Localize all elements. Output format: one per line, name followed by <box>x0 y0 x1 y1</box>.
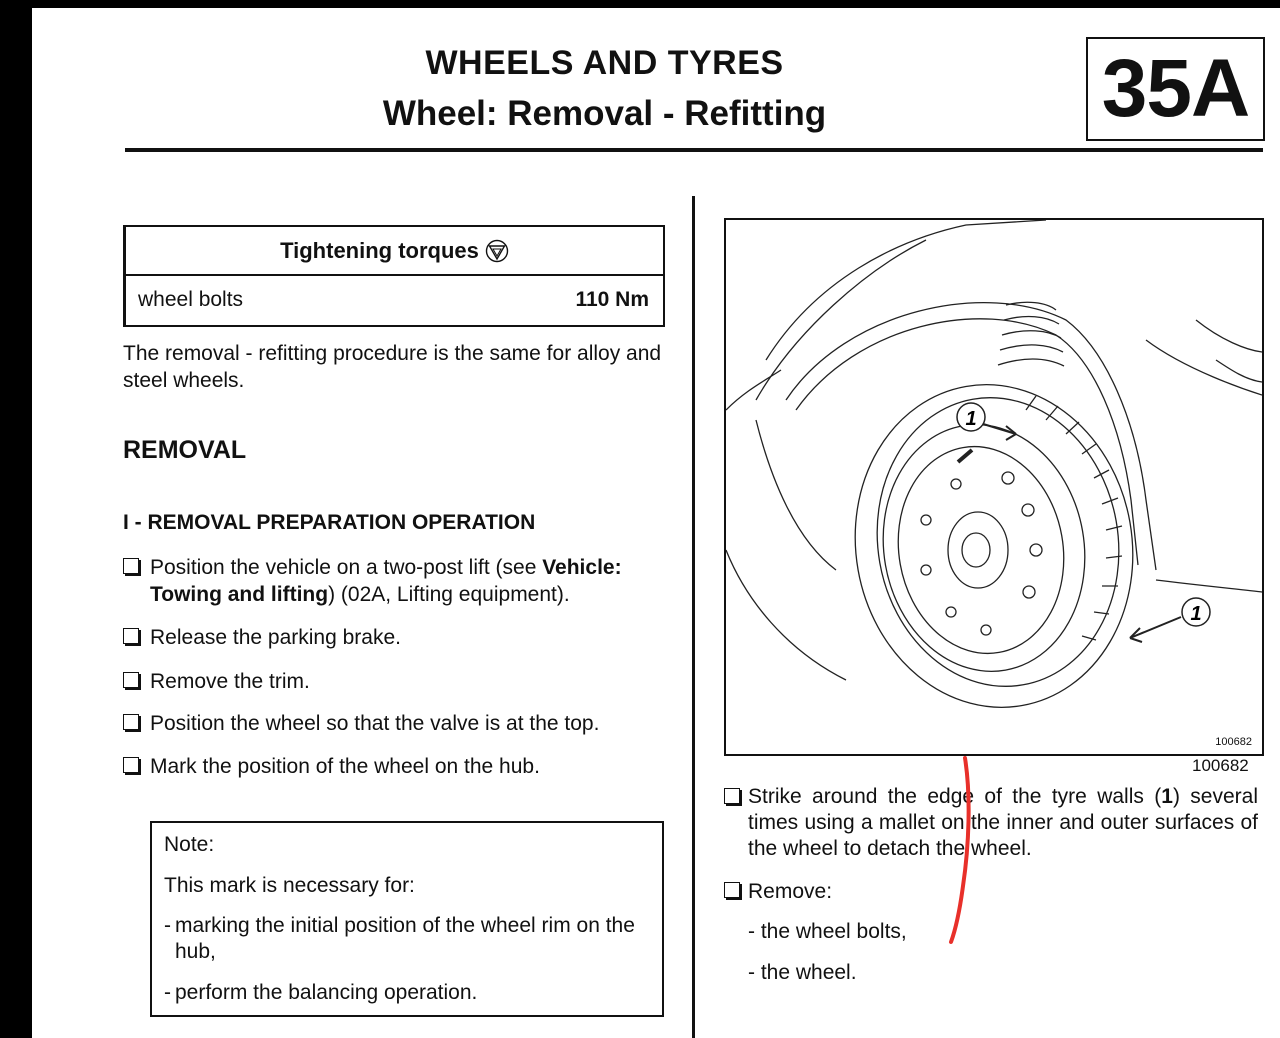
callout-label: 1 <box>965 408 976 430</box>
torque-triangle-icon <box>485 239 509 262</box>
checkbox-bullet-icon <box>123 628 139 644</box>
torque-row: wheel bolts 110 Nm <box>126 276 663 324</box>
sub-list-item: - the wheel. <box>748 961 857 984</box>
checkbox-bullet-icon <box>123 558 139 574</box>
header-rule <box>125 148 1263 152</box>
column-divider <box>692 196 695 1038</box>
section-code: 35A <box>1101 43 1250 134</box>
callout-marker <box>956 402 1211 627</box>
wheel-illustration: 1 1 <box>726 220 1262 708</box>
note-title: Note: <box>164 833 215 856</box>
checkbox-bullet-icon <box>123 672 139 688</box>
list-item-text: Remove: <box>748 880 833 903</box>
list-item-text: Position the wheel so that the valve is … <box>150 712 600 735</box>
torque-row-label: wheel bolts <box>138 288 244 311</box>
figure-number-inner: 100682 <box>1215 736 1252 748</box>
note-intro: This mark is necessary for: <box>164 874 415 897</box>
prep-heading: I - REMOVAL PREPARATION OPERATION <box>123 511 536 534</box>
note-item: - marking the initial position of the wh… <box>164 913 649 965</box>
list-item-text: Remove the trim. <box>150 670 310 693</box>
figure-number: 100682 <box>1192 756 1249 775</box>
list-item: Mark the position of the wheel on the hu… <box>123 753 663 780</box>
checkbox-bullet-icon <box>724 882 740 898</box>
note-item-text: perform the balancing operation. <box>175 981 478 1004</box>
page-subtitle: Wheel: Removal - Refitting <box>382 94 827 133</box>
list-item: Remove: <box>724 878 1024 905</box>
checkbox-bullet-icon <box>123 757 139 773</box>
intro-text: The removal - refitting procedure is the… <box>123 342 662 392</box>
red-pen-annotation <box>949 756 971 944</box>
list-item: Position the vehicle on a two-post lift … <box>123 554 663 608</box>
wheel-figure: 1 1 100682 <box>724 218 1264 756</box>
list-item-text: ) several times using a mallet on the in… <box>748 785 1258 860</box>
list-item: Position the wheel so that the valve is … <box>123 710 663 737</box>
torque-row-value: 110 Nm <box>575 288 649 311</box>
torque-table: Tightening torques wheel bolts 110 Nm <box>123 225 665 327</box>
list-item-text: Mark the position of the wheel on the hu… <box>150 755 540 778</box>
list-item-text: ) (02A, Lifting equipment). <box>328 583 570 606</box>
note-item-text: marking the initial position of the whee… <box>175 914 635 963</box>
list-item: Strike around the edge of the tyre walls… <box>724 784 1264 874</box>
manual-page: WHEELS AND TYRES Wheel: Removal - Refitt… <box>32 8 1280 1038</box>
section-code-box: 35A <box>1086 37 1265 141</box>
list-item: Remove the trim. <box>123 668 663 695</box>
list-item-text: Release the parking brake. <box>150 626 401 649</box>
list-item: Release the parking brake. <box>123 624 663 651</box>
list-item-text: Strike around the edge of the tyre walls… <box>748 785 1162 808</box>
list-item-bold: Vehicle: <box>542 556 622 579</box>
list-item-text: Position the vehicle on a two-post lift … <box>150 556 543 579</box>
page-title: WHEELS AND TYRES <box>425 44 784 82</box>
note-box: Note: This mark is necessary for: - mark… <box>150 821 664 1017</box>
removal-heading: REMOVAL <box>123 436 247 464</box>
checkbox-bullet-icon <box>724 788 740 804</box>
torque-table-header: Tightening torques <box>126 227 663 276</box>
note-item: - perform the balancing operation. <box>164 981 649 1005</box>
callout-label: 1 <box>1190 603 1201 625</box>
checkbox-bullet-icon <box>123 714 139 730</box>
torque-table-title: Tightening torques <box>280 237 479 263</box>
list-item-bold: Towing and lifting <box>150 583 329 606</box>
sub-list-item: - the wheel bolts, <box>748 920 907 943</box>
list-item-bold: 1 <box>1161 785 1173 808</box>
